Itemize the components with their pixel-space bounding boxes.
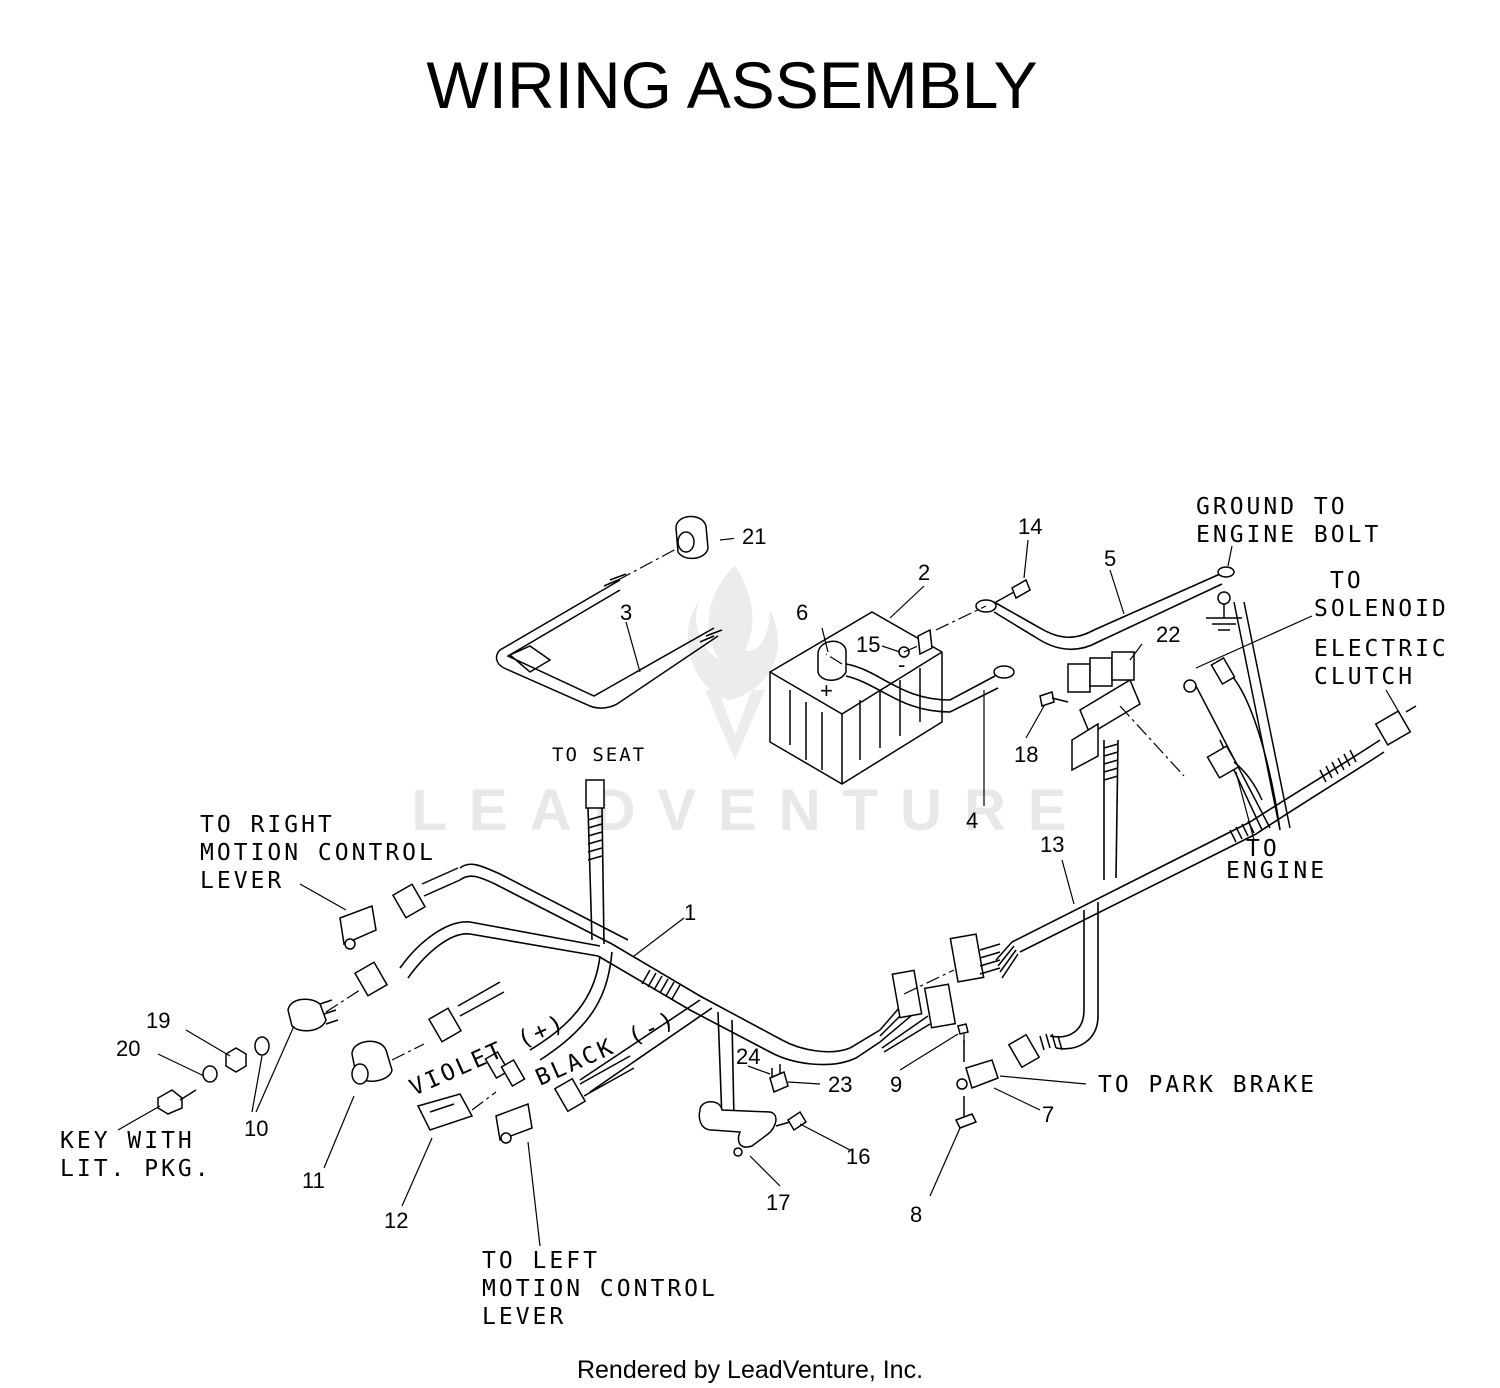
part-number: 12 [384, 1208, 408, 1233]
harness-connectors [353, 591, 1417, 1113]
label-electric-clutch-2: CLUTCH [1314, 664, 1415, 690]
page-title: WIRING ASSEMBLY [426, 48, 1037, 122]
label-to-engine-1: TO [1246, 836, 1280, 862]
part-numbers: 1 2 3 4 5 6 7 8 9 10 11 12 13 14 15 16 1… [116, 514, 1180, 1233]
part-number: 6 [796, 600, 808, 625]
corrugation-1 [641, 969, 681, 1000]
label-ground-2: ENGINE BOLT [1196, 522, 1381, 548]
leader-lines [117, 539, 1401, 1247]
watermark: LEADVENTURE [411, 565, 1088, 843]
label-to-left-motion-2: MOTION CONTROL [482, 1276, 718, 1302]
label-ground-1: GROUND TO [1196, 494, 1348, 520]
label-electric-clutch-1: ELECTRIC [1314, 636, 1449, 662]
part-number: 23 [828, 1072, 852, 1097]
cap-21 [675, 515, 709, 560]
corrugation-park [1039, 1033, 1063, 1051]
part-number: 21 [742, 524, 766, 549]
ground-icon [1206, 604, 1242, 631]
ignition-switch [287, 998, 339, 1032]
part-number: 17 [766, 1190, 790, 1215]
corrugation-seat [587, 815, 603, 861]
corrugation-13 [1229, 749, 1357, 843]
hour-meter [351, 1040, 393, 1085]
harness-bracket [698, 1101, 777, 1148]
plate-8 [954, 1113, 978, 1129]
callout-labels: TO RIGHT MOTION CONTROL LEVER TO SEAT GR… [60, 494, 1449, 1330]
part-number: 2 [918, 560, 930, 585]
part-number: 9 [890, 1072, 902, 1097]
label-to-seat: TO SEAT [552, 744, 646, 766]
part-number: 13 [1040, 832, 1064, 857]
label-to-solenoid-1: TO [1330, 568, 1364, 594]
battery-cable [845, 663, 1015, 713]
bolt-14 [995, 578, 1031, 603]
part-number: 1 [684, 900, 696, 925]
main-harness [399, 601, 1385, 1121]
relay-bracket [1067, 651, 1141, 772]
label-to-left-motion-3: LEVER [482, 1304, 566, 1330]
nut-19 [225, 1047, 247, 1073]
part-number: 5 [1104, 546, 1116, 571]
label-to-right-motion-3: LEVER [200, 868, 284, 894]
indicator-12 [416, 1093, 474, 1131]
battery-hold-down [495, 573, 723, 709]
part-number: 22 [1156, 622, 1180, 647]
battery: + - [769, 611, 943, 785]
key-icon [157, 1089, 197, 1115]
part-number: 10 [244, 1116, 268, 1141]
watermark-text: LEADVENTURE [411, 778, 1088, 843]
part-number: 18 [1014, 742, 1038, 767]
label-to-park-brake: TO PARK BRAKE [1098, 1072, 1317, 1098]
right-motion-switch [339, 904, 377, 950]
nut-17 [733, 1147, 743, 1157]
label-to-left-motion-1: TO LEFT [482, 1248, 600, 1274]
part-number: 24 [736, 1044, 760, 1069]
label-to-engine-2: ENGINE [1226, 858, 1327, 884]
part-number: 15 [856, 632, 880, 657]
part-number: 19 [146, 1008, 170, 1033]
park-brake-switch [956, 1040, 999, 1118]
screw-9 [957, 1023, 969, 1035]
left-motion-switch [495, 1102, 533, 1144]
bezel-20 [202, 1065, 218, 1083]
part-number: 3 [620, 600, 632, 625]
label-to-solenoid-2: SOLENOID [1314, 596, 1449, 622]
label-to-right-motion-1: TO RIGHT [200, 812, 335, 838]
corrugation-22-branch [1103, 743, 1119, 781]
label-key-1: KEY WITH [60, 1128, 195, 1154]
screw-16 [775, 1110, 808, 1132]
alignment-lines [325, 537, 1185, 1111]
footer-credit: Rendered by LeadVenture, Inc. [577, 1356, 923, 1384]
to-seat-connector [585, 779, 605, 809]
diode-23-24 [769, 1064, 789, 1094]
part-number: 7 [1042, 1102, 1054, 1127]
washer-10 [254, 1036, 270, 1056]
part-number: 4 [966, 808, 978, 833]
ground-cable [975, 566, 1235, 651]
label-to-right-motion-2: MOTION CONTROL [200, 840, 436, 866]
part-number: 16 [846, 1144, 870, 1169]
part-number: 8 [910, 1202, 922, 1227]
part-number: 11 [302, 1168, 325, 1193]
watermark-flame-icon [687, 565, 778, 760]
screw-18 [1039, 691, 1069, 707]
svg-text:-: - [898, 652, 905, 677]
label-key-2: LIT. PKG. [60, 1156, 212, 1182]
part-number: 20 [116, 1036, 140, 1061]
svg-text:+: + [820, 678, 833, 703]
part-number: 14 [1018, 514, 1042, 539]
